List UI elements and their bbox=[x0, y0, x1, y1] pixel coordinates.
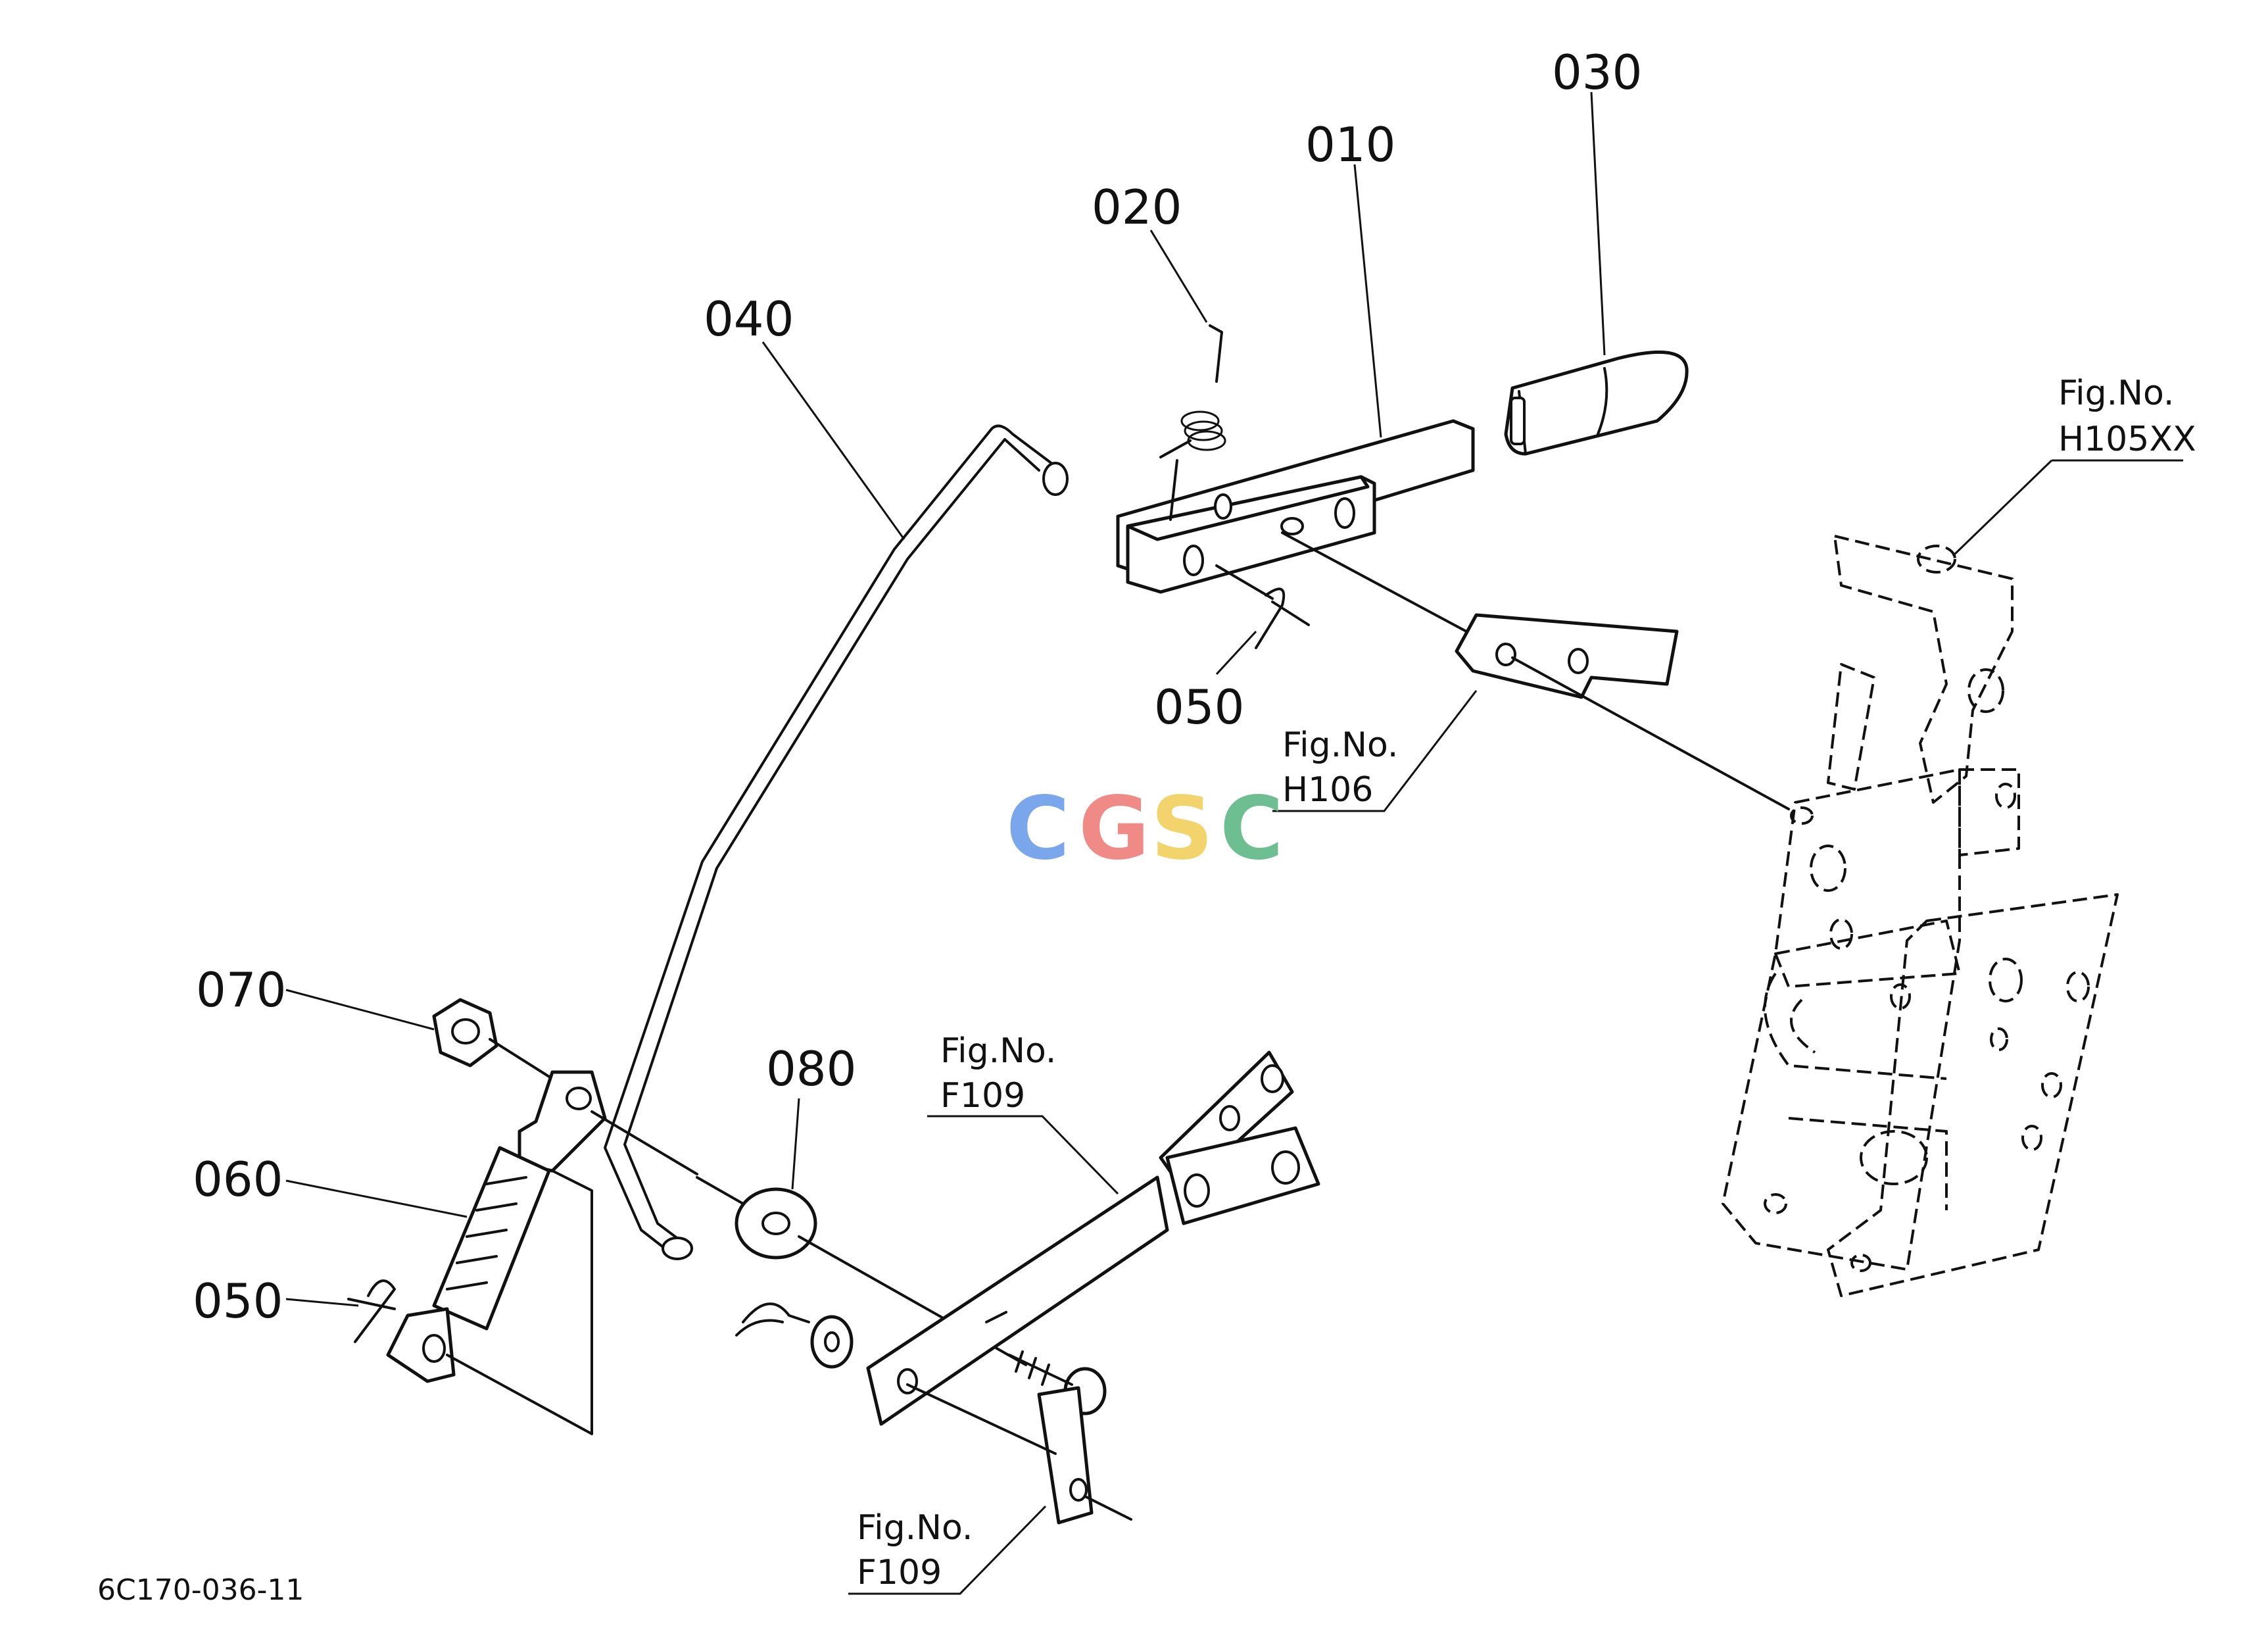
adjuster-060 bbox=[386, 1070, 698, 1435]
lever-rod-040 bbox=[604, 424, 1069, 1260]
watermark: C G S C bbox=[1006, 778, 1284, 879]
fig-ref-h106-line1: Fig.No. bbox=[1282, 725, 1398, 765]
fig-ref-h106-line2: H106 bbox=[1282, 770, 1373, 810]
nut-070 bbox=[432, 998, 554, 1080]
watermark-letter-c2: C bbox=[1220, 778, 1284, 879]
part-label-010: 010 bbox=[1305, 117, 1395, 172]
fig-ref-h105xx-line2: H105XX bbox=[2058, 420, 2196, 459]
fig-ref-h105xx-line1: Fig.No. bbox=[2058, 374, 2174, 413]
watermark-letter-s: S bbox=[1151, 778, 1213, 879]
washer-and-clip bbox=[735, 1302, 854, 1369]
part-label-020: 020 bbox=[1092, 180, 1182, 235]
part-label-050-top: 050 bbox=[1154, 679, 1244, 735]
part-number-labels: 030 010 020 040 050 070 080 060 050 bbox=[193, 45, 1642, 1329]
part-label-060: 060 bbox=[193, 1152, 283, 1207]
lever-bracket-010 bbox=[1116, 419, 1475, 594]
part-label-030: 030 bbox=[1552, 45, 1642, 100]
spring-020 bbox=[1159, 324, 1226, 521]
hair-pin-050-top bbox=[1215, 564, 1310, 649]
linkage-f109 bbox=[866, 1050, 1320, 1525]
part-label-070: 070 bbox=[196, 962, 286, 1018]
watermark-letter-c1: C bbox=[1006, 778, 1070, 879]
figure-reference-labels: Fig.No. H105XX Fig.No. H106 Fig.No. F109… bbox=[857, 374, 2196, 1592]
leader-lines bbox=[285, 91, 2183, 1595]
fig-ref-f109-mid-line2: F109 bbox=[940, 1076, 1025, 1116]
frame-h105xx bbox=[1722, 535, 2119, 1297]
watermark-letter-g: G bbox=[1078, 778, 1149, 879]
linkage-h106 bbox=[1281, 531, 1790, 810]
fig-ref-f109-bottom-line2: F109 bbox=[857, 1553, 942, 1592]
part-label-050-left: 050 bbox=[193, 1273, 283, 1329]
fig-ref-f109-bottom-line1: Fig.No. bbox=[857, 1508, 973, 1548]
part-label-080: 080 bbox=[766, 1041, 856, 1096]
drawing-code: 6C170-036-11 bbox=[97, 1573, 304, 1607]
part-label-040: 040 bbox=[704, 291, 794, 347]
grip-030 bbox=[1504, 350, 1689, 456]
hair-pin-050-left bbox=[347, 1279, 396, 1343]
fig-ref-f109-mid-line1: Fig.No. bbox=[940, 1031, 1056, 1071]
